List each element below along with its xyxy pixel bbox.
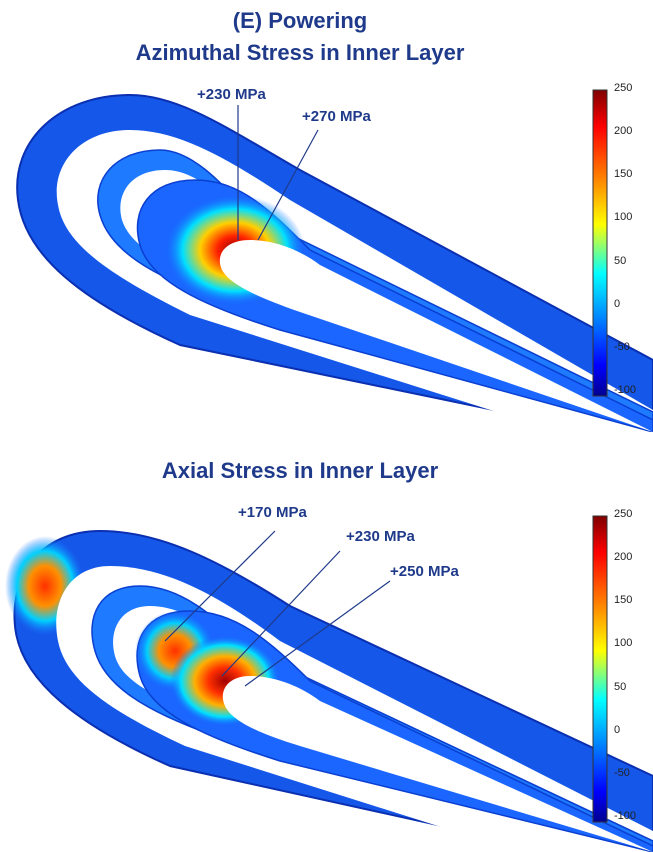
axial-stress-plot	[5, 515, 653, 852]
callout-270-mpa: +270 MPa	[302, 108, 371, 125]
inner-coil-hole	[219, 240, 653, 432]
colorbar-tick: 50	[614, 255, 627, 267]
callout-230-mpa: +230 MPa	[197, 86, 266, 103]
colorbar	[592, 515, 608, 823]
colorbar-tick: 100	[614, 637, 633, 649]
colorbar-tick: 250	[614, 82, 633, 94]
panel-title-line1: (E) Powering	[232, 8, 368, 33]
callout-leader-270	[257, 129, 319, 241]
colorbar-tick: 50	[614, 681, 627, 693]
callout-leader-250	[244, 580, 391, 687]
panel-title: Axial Stress in Inner Layer	[161, 458, 439, 483]
colorbar	[592, 89, 608, 397]
colorbar-tick: -100	[614, 810, 637, 822]
colorbar-tick: -50	[614, 341, 630, 353]
colorbar-tick: 200	[614, 551, 633, 563]
callout-leader-170	[164, 530, 276, 642]
azimuthal-stress-plot	[16, 89, 653, 432]
inner-coil-hole	[222, 676, 653, 852]
colorbar-tick: 150	[614, 594, 633, 606]
callout-leader-230	[221, 550, 341, 677]
colorbar-tick: 150	[614, 168, 633, 180]
callout-230-mpa: +230 MPa	[346, 528, 415, 545]
colorbar-tick: 200	[614, 125, 633, 137]
colorbar-tick: -100	[614, 384, 637, 396]
panel-title-line2: Azimuthal Stress in Inner Layer	[135, 40, 465, 65]
azimuthal-stress-panel: (E) Powering Azimuthal Stress in Inner L…	[16, 8, 653, 432]
axial-stress-panel: Axial Stress in Inner Layer +170 MPa +23…	[0, 446, 653, 852]
callout-250-mpa: +250 MPa	[390, 563, 459, 580]
colorbar-tick: -50	[614, 767, 630, 779]
colorbar-tick: 0	[614, 724, 621, 736]
colorbar-tick: 100	[614, 211, 633, 223]
colorbar-tick: 0	[614, 298, 621, 310]
callout-170-mpa: +170 MPa	[238, 504, 307, 521]
colorbar-tick: 250	[614, 508, 633, 520]
